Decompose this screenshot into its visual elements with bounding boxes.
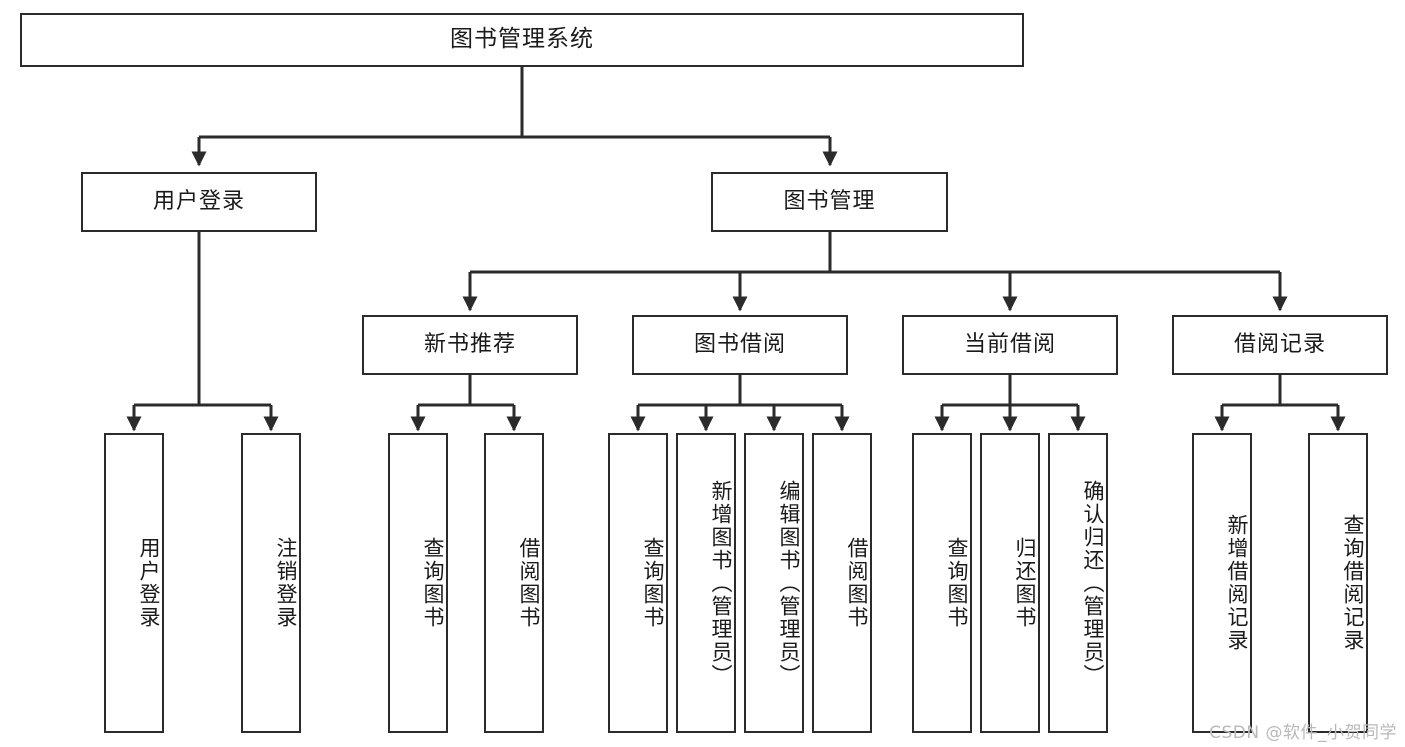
leaf-borrow-borrow-books[interactable]: 借阅图书 — [812, 433, 872, 733]
node-user-login[interactable]: 用户登录 — [81, 172, 317, 232]
node-label: 新书推荐 — [423, 331, 516, 357]
node-label: 新增图书（管理员） — [709, 479, 733, 687]
leaf-new-book-borrow-books[interactable]: 借阅图书 — [484, 433, 544, 733]
node-label: 查询图书 — [421, 537, 445, 629]
leaf-record-query-borrow-record[interactable]: 查询借阅记录 — [1308, 433, 1368, 733]
node-label: 用户登录 — [137, 537, 161, 629]
leaf-current-return-books[interactable]: 归还图书 — [980, 433, 1040, 733]
node-label: 新增借阅记录 — [1225, 514, 1249, 652]
node-label: 注销登录 — [274, 537, 298, 629]
leaf-user-login-signin[interactable]: 用户登录 — [104, 433, 164, 733]
node-label: 查询图书 — [641, 537, 665, 629]
leaf-user-login-signout[interactable]: 注销登录 — [241, 433, 301, 733]
node-new-book-recommendation[interactable]: 新书推荐 — [362, 315, 578, 375]
leaf-borrow-add-book-admin[interactable]: 新增图书（管理员） — [676, 433, 736, 733]
node-label: 编辑图书（管理员） — [777, 479, 801, 687]
node-label: 借阅记录 — [1233, 331, 1326, 357]
node-label: 当前借阅 — [963, 331, 1056, 357]
node-label: 查询借阅记录 — [1341, 514, 1365, 652]
node-borrowing-records[interactable]: 借阅记录 — [1172, 315, 1388, 375]
leaf-current-query-books[interactable]: 查询图书 — [912, 433, 972, 733]
node-label: 图书管理 — [783, 188, 876, 214]
node-current-borrowing[interactable]: 当前借阅 — [902, 315, 1118, 375]
node-book-borrowing[interactable]: 图书借阅 — [632, 315, 848, 375]
node-label: 图书借阅 — [693, 331, 786, 357]
node-label: 查询图书 — [945, 537, 969, 629]
node-label: 图书管理系统 — [450, 26, 594, 53]
node-label: 借阅图书 — [845, 537, 869, 629]
node-label: 确认归还（管理员） — [1081, 479, 1105, 687]
csdn-watermark: CSDN @软件_小贺同学 — [1209, 723, 1397, 743]
leaf-record-add-borrow-record[interactable]: 新增借阅记录 — [1192, 433, 1252, 733]
leaf-new-book-query-books[interactable]: 查询图书 — [388, 433, 448, 733]
node-root-library-management-system[interactable]: 图书管理系统 — [20, 13, 1024, 67]
leaf-borrow-query-books[interactable]: 查询图书 — [608, 433, 668, 733]
leaf-borrow-edit-book-admin[interactable]: 编辑图书（管理员） — [744, 433, 804, 733]
leaf-current-confirm-return-admin[interactable]: 确认归还（管理员） — [1048, 433, 1108, 733]
node-label: 用户登录 — [152, 188, 245, 214]
node-label: 归还图书 — [1013, 537, 1037, 629]
node-book-management[interactable]: 图书管理 — [711, 172, 948, 232]
node-label: 借阅图书 — [517, 537, 541, 629]
